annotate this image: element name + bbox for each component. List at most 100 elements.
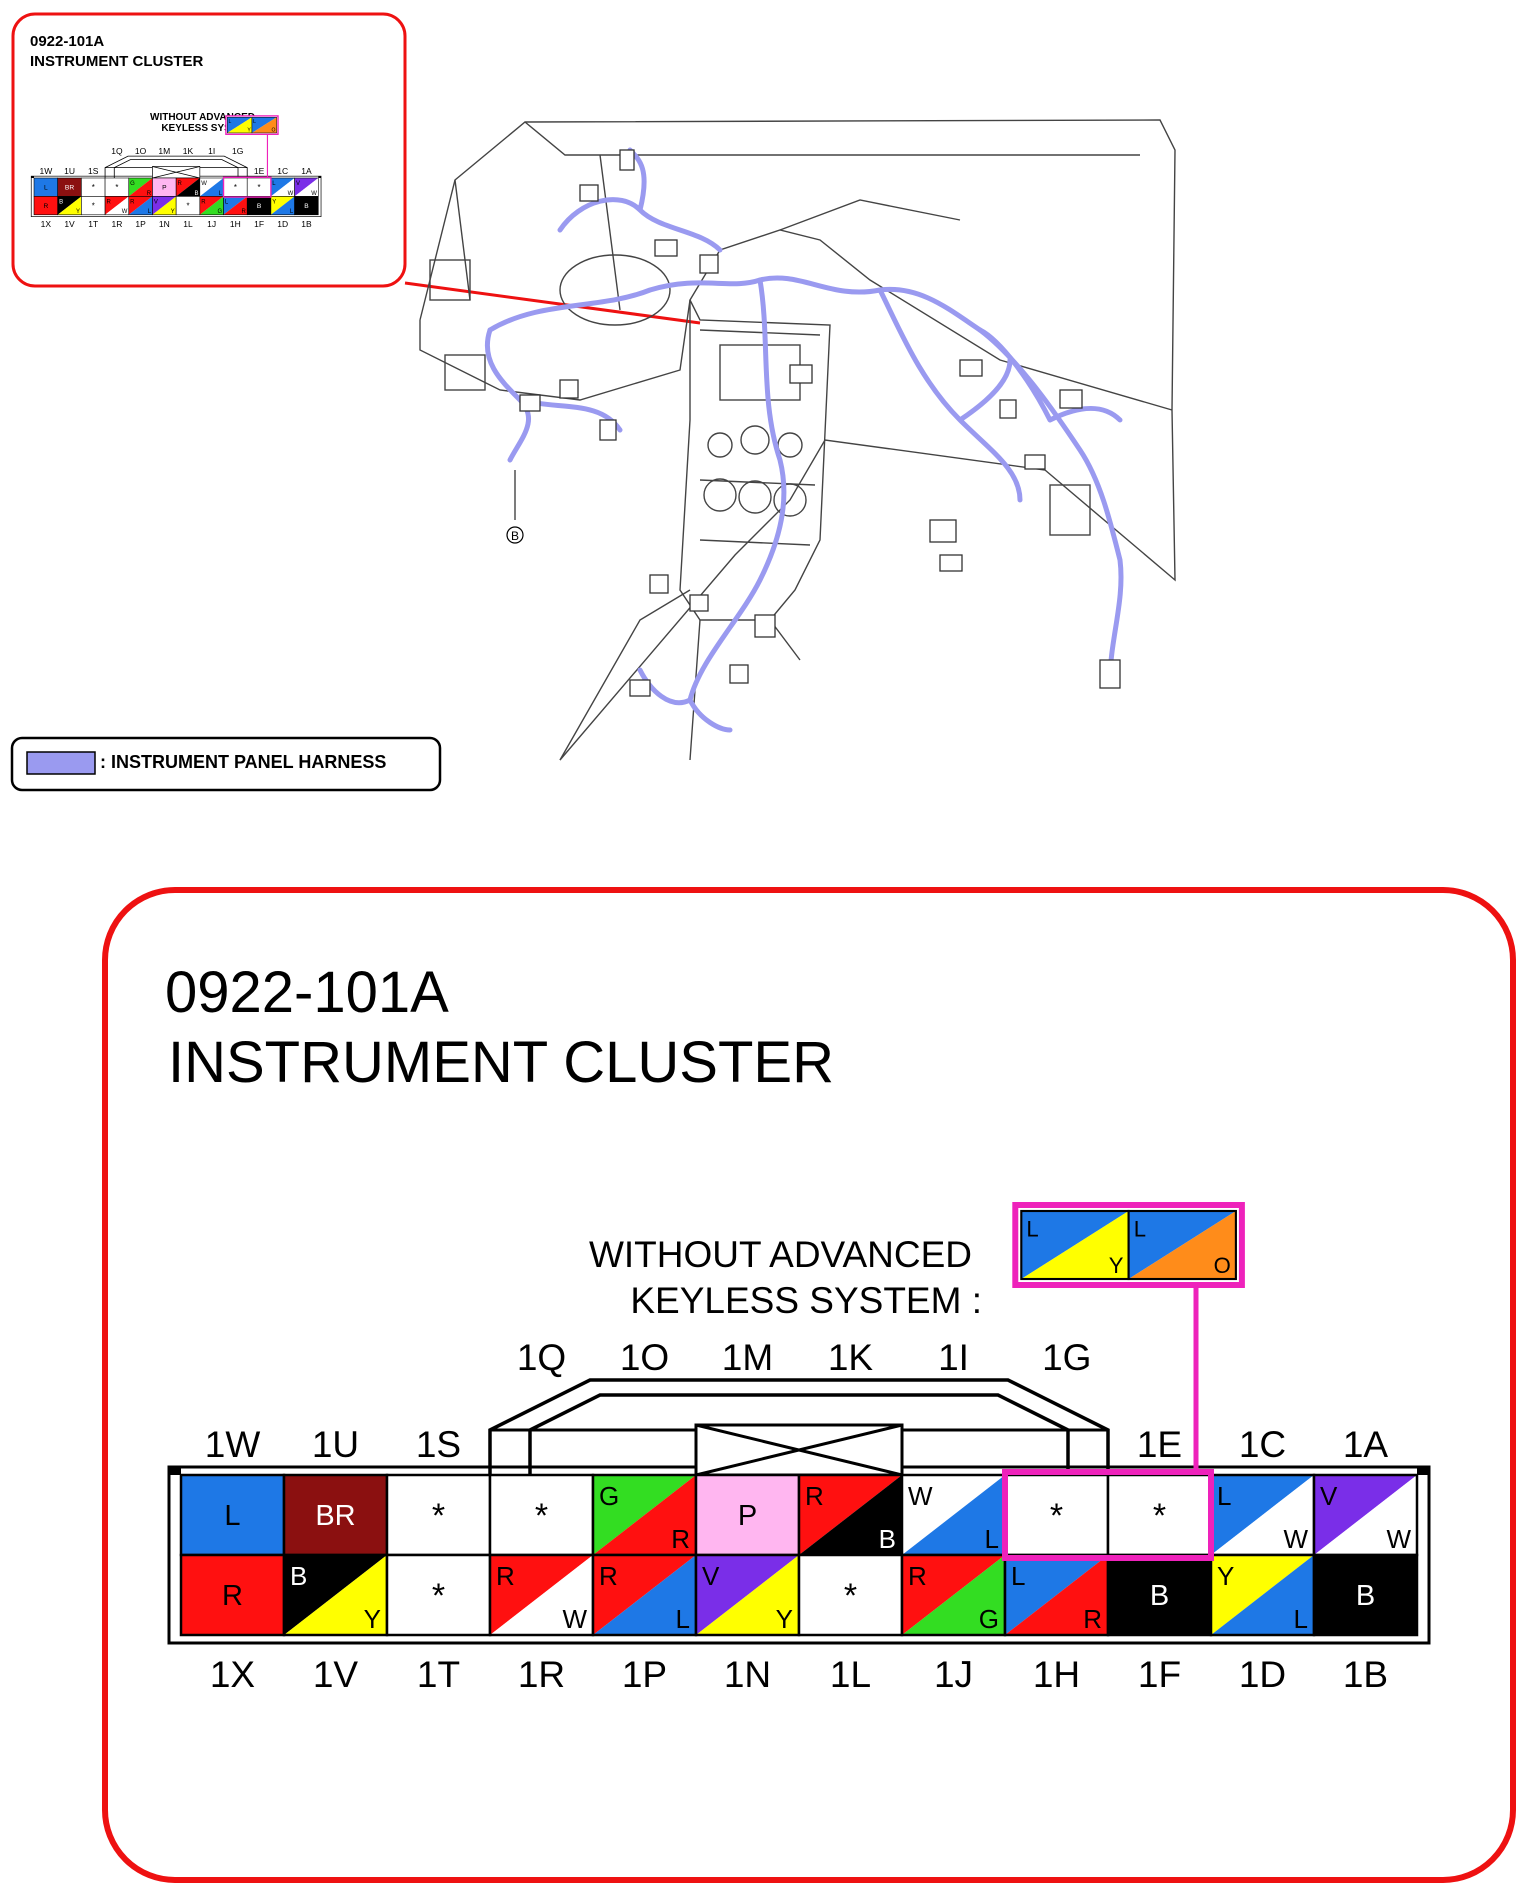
pin-top-4-lower-label: R [147, 191, 152, 197]
large-connector-title: INSTRUMENT CLUSTER [168, 1030, 834, 1095]
pin-bottom-6-fill [176, 196, 200, 215]
pin-top-11-lower [1314, 1475, 1417, 1555]
pin-bottom-5-upper [152, 196, 177, 215]
pin-label-bottom-1R: 1R [111, 219, 122, 229]
pin-top-11-lower-label: W [1386, 1524, 1411, 1554]
pin-bottom-8-lower [223, 196, 248, 215]
pin-label-bottom-1N: 1N [724, 1654, 771, 1695]
pin-top-0-fill [181, 1475, 284, 1555]
pin-bottom-4-upper [128, 196, 153, 215]
pin-bottom-3-upper [105, 196, 129, 215]
harness-main-run [487, 275, 1124, 683]
harness-connector [689, 594, 709, 612]
pin-bottom-4-upper-label: R [599, 1561, 618, 1591]
pin-bottom-5-lower-label: Y [776, 1604, 793, 1634]
harness-connector [959, 359, 983, 377]
pin-bottom-10-lower [270, 196, 295, 215]
small-connector-title: INSTRUMENT CLUSTER [30, 53, 203, 70]
pin-bottom-1-upper-label: B [290, 1561, 307, 1591]
small-connector-code: 0922-101A [30, 33, 104, 50]
pin-label-bottom-1B: 1B [1343, 1654, 1388, 1695]
keyless-alt-pin-1-upper-label: L [1134, 1217, 1146, 1242]
pin-label-top-1K: 1K [183, 146, 194, 156]
pin-label-bottom-1D: 1D [277, 219, 288, 229]
pin-label-bottom-1P: 1P [622, 1654, 667, 1695]
pin-top-6-upper-label: R [805, 1481, 824, 1511]
pin-bottom-1-lower [284, 1555, 387, 1635]
pin-top-3-label: * [115, 183, 118, 192]
pin-top-6-lower [176, 178, 200, 197]
pin-label-top-1U: 1U [64, 166, 75, 176]
pin-bottom-3-upper-label: R [496, 1561, 515, 1591]
pin-label-top-1C: 1C [1239, 1424, 1286, 1465]
pin-bottom-2-fill [387, 1555, 490, 1635]
small-inset-frame [11, 12, 407, 288]
keyless-alt-pin-1-border [251, 117, 277, 134]
pin-bottom-1-lower-label: Y [364, 1604, 381, 1634]
harness-connector [519, 394, 541, 412]
keyless-alt-pin-0-upper [227, 117, 252, 133]
pin-bottom-10-lower [1211, 1555, 1314, 1635]
pin-bottom-8-upper-label: L [225, 199, 229, 205]
pin-label-top-1U: 1U [312, 1424, 359, 1465]
pin-top-4-lower [593, 1475, 696, 1555]
pin-bottom-9-label: B [257, 203, 262, 210]
harness-right-upper [977, 327, 1123, 423]
pin-top-3-fill [105, 178, 129, 197]
harness-connector [789, 364, 813, 384]
pin-top-10-upper-label: L [272, 181, 276, 187]
center-dial-left [707, 432, 733, 458]
pin-bottom-7-lower-label: G [979, 1604, 999, 1634]
large-connector-code: 0922-101A [165, 960, 449, 1025]
connector-key-outer [104, 155, 248, 178]
right-vent [1049, 484, 1091, 536]
pin-bottom-11-border [294, 196, 319, 216]
pin-top-10-upper-label: L [1217, 1481, 1231, 1511]
pin-top-3-label: * [535, 1497, 548, 1535]
pin-label-top-1O: 1O [620, 1337, 669, 1378]
pin-bottom-5-upper-label: V [154, 199, 158, 205]
pin-label-bottom-1H: 1H [1033, 1654, 1080, 1695]
harness-connector [1099, 659, 1121, 689]
pin-top-2-fill [81, 178, 106, 197]
pin-bottom-8-lower [1005, 1555, 1108, 1635]
pin-bottom-6-label: * [186, 201, 189, 210]
pin-top-11-upper-label: V [1320, 1481, 1338, 1511]
pin-top-7-lower [199, 178, 224, 197]
pin-top-9-fill [247, 178, 271, 197]
pin-bottom-9-fill [247, 196, 271, 215]
pin-top-5-fill [696, 1475, 799, 1555]
harness-connector [559, 379, 579, 399]
pin-top-0-fill [34, 178, 58, 197]
pin-bottom-7-upper [199, 196, 224, 215]
harness-connector [754, 614, 776, 638]
keyless-alt-pin-1-lower-label: O [1214, 1253, 1231, 1278]
connector-key-inner [113, 159, 239, 178]
pin-bottom-8-upper-label: L [1011, 1561, 1025, 1591]
keyless-alt-pin-0-upper-label: L [228, 119, 231, 125]
pin-bottom-1-lower-label: Y [76, 209, 80, 215]
pin-label-bottom-1B: 1B [301, 219, 312, 229]
pin-top-11-upper-label: V [296, 181, 300, 187]
pin-label-top-1E: 1E [254, 166, 265, 176]
pin-bottom-3-lower [105, 196, 129, 215]
steering-column [559, 254, 671, 326]
pin-bottom-0-fill [181, 1555, 284, 1635]
pin-label-top-1I: 1I [938, 1337, 969, 1378]
connector-latch-left [31, 176, 34, 178]
pin-top-8-label: * [234, 183, 237, 192]
pin-top-9-label: * [1153, 1497, 1166, 1535]
pin-top-6-lower-label: B [879, 1524, 896, 1554]
connector-latch-right [318, 176, 322, 178]
pin-label-top-1C: 1C [277, 166, 288, 176]
pin-bottom-4-upper-label: R [130, 199, 135, 205]
pin-bottom-8-lower-label: R [1083, 1604, 1102, 1634]
pin-label-bottom-1F: 1F [1138, 1654, 1181, 1695]
keyless-alt-pin-0-lower [227, 117, 252, 133]
harness-connector [629, 679, 651, 697]
pin-top-4-upper-label: G [599, 1481, 619, 1511]
pin-label-top-1G: 1G [1042, 1337, 1091, 1378]
pin-top-11-lower [294, 178, 319, 197]
